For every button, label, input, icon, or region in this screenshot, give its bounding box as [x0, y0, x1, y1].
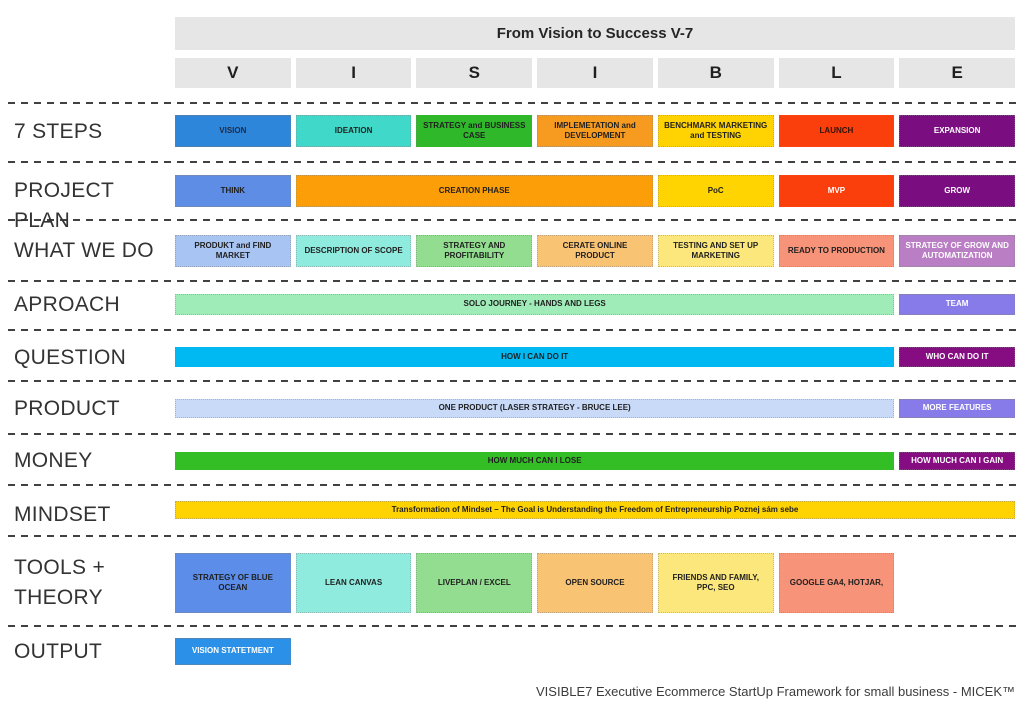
row-7-steps: VISION IDEATION STRATEGY and BUSINESS CA… [175, 115, 1015, 147]
row-label-money: MONEY [14, 449, 93, 472]
cell-more-features: MORE FEATURES [899, 399, 1015, 418]
row-output: VISION STATETMENT [175, 638, 1015, 665]
divider [8, 433, 1016, 435]
row-label-output: OUTPUT [14, 640, 103, 663]
divider [8, 219, 1016, 221]
row-label-what-we-do: WHAT WE DO [14, 239, 154, 262]
column-letter-4: I [537, 58, 653, 88]
cell-produkt-find-market: PRODUKT and FIND MARKET [175, 235, 291, 267]
column-letter-5: B [657, 58, 774, 88]
cell-ideation: IDEATION [295, 115, 412, 147]
cell-vision-statetment: VISION STATETMENT [175, 638, 291, 665]
cell-liveplan-excel: LIVEPLAN / EXCEL [416, 553, 533, 613]
divider [8, 329, 1016, 331]
cell-who-can-do-it: WHO CAN DO IT [899, 347, 1015, 367]
cell-lean-canvas: LEAN CANVAS [295, 553, 412, 613]
divider [8, 280, 1016, 282]
row-product: ONE PRODUCT (LASER STRATEGY - BRUCE LEE)… [175, 399, 1015, 418]
cell-strategy-profitability: STRATEGY AND PROFITABILITY [416, 235, 533, 267]
cell-google-ga4-hotjar: GOOGLE GA4, HOTJAR, [778, 553, 895, 613]
cell-expansion: EXPANSION [899, 115, 1015, 147]
divider [8, 535, 1016, 537]
cell-mvp: MVP [778, 175, 895, 207]
cell-cerate-online-product: CERATE ONLINE PRODUCT [537, 235, 653, 267]
row-label-7-steps: 7 STEPS [14, 120, 103, 143]
row-label-mindset: MINDSET [14, 503, 111, 526]
cell-solo-journey: SOLO JOURNEY - HANDS AND LEGS [175, 294, 895, 315]
cell-think: THINK [175, 175, 291, 207]
row-label-product: PRODUCT [14, 397, 120, 420]
cell-mindset-transformation: Transformation of Mindset – The Goal is … [175, 501, 1015, 519]
column-letter-2: I [295, 58, 412, 88]
cell-friends-family-ppc-seo: FRIENDS AND FAMILY, PPC, SEO [657, 553, 774, 613]
cell-strategy-business-case: STRATEGY and BUSINESS CASE [416, 115, 533, 147]
cell-strategy-grow-automatization: STRATEGY OF GROW AND AUTOMATIZATION [899, 235, 1015, 267]
row-label-aproach: APROACH [14, 293, 120, 316]
divider [8, 380, 1016, 382]
cell-implemetation-development: IMPLEMETATION and DEVELOPMENT [537, 115, 653, 147]
column-letter-7: E [899, 58, 1015, 88]
cell-vision: VISION [175, 115, 291, 147]
row-label-question: QUESTION [14, 346, 127, 369]
cell-strategy-blue-ocean: STRATEGY OF BLUE OCEAN [175, 553, 291, 613]
row-question: HOW I CAN DO IT WHO CAN DO IT [175, 347, 1015, 367]
cell-poc: PoC [657, 175, 774, 207]
cell-testing-setup-marketing: TESTING AND SET UP MARKETING [657, 235, 774, 267]
cell-launch: LAUNCH [778, 115, 895, 147]
row-tools-theory: STRATEGY OF BLUE OCEAN LEAN CANVAS LIVEP… [175, 553, 1015, 613]
footer-caption: VISIBLE7 Executive Ecommerce StartUp Fra… [536, 684, 1015, 699]
cell-creation-phase: CREATION PHASE [295, 175, 653, 207]
column-letter-3: S [416, 58, 533, 88]
row-label-project-plan: PROJECT PLAN [14, 179, 114, 232]
cell-how-much-can-i-gain: HOW MUCH CAN I GAIN [899, 452, 1015, 470]
cell-grow: GROW [899, 175, 1015, 207]
column-letter-1: V [175, 58, 291, 88]
cell-how-i-can-do-it: HOW I CAN DO IT [175, 347, 895, 367]
cell-open-source: OPEN SOURCE [537, 553, 653, 613]
divider [8, 484, 1016, 486]
row-what-we-do: PRODUKT and FIND MARKET DESCRIPTION OF S… [175, 235, 1015, 267]
row-project-plan: THINK CREATION PHASE PoC MVP GROW [175, 175, 1015, 207]
divider [8, 625, 1016, 627]
row-label-tools-theory: TOOLS + THEORY [14, 556, 106, 609]
column-letter-6: L [778, 58, 895, 88]
row-mindset: Transformation of Mindset – The Goal is … [175, 501, 1015, 519]
row-money: HOW MUCH CAN I LOSE HOW MUCH CAN I GAIN [175, 452, 1015, 470]
divider [8, 161, 1016, 163]
divider [8, 102, 1016, 104]
cell-description-of-scope: DESCRIPTION OF SCOPE [295, 235, 412, 267]
row-aproach: SOLO JOURNEY - HANDS AND LEGS TEAM [175, 294, 1015, 315]
cell-benchmark-marketing-testing: BENCHMARK MARKETING and TESTING [657, 115, 774, 147]
cell-how-much-can-i-lose: HOW MUCH CAN I LOSE [175, 452, 895, 470]
cell-team: TEAM [899, 294, 1015, 315]
column-letter-row: V I S I B L E [175, 58, 1015, 88]
framework-title: From Vision to Success V-7 [175, 17, 1015, 50]
cell-ready-to-production: READY TO PRODUCTION [778, 235, 895, 267]
cell-one-product: ONE PRODUCT (LASER STRATEGY - BRUCE LEE) [175, 399, 895, 418]
